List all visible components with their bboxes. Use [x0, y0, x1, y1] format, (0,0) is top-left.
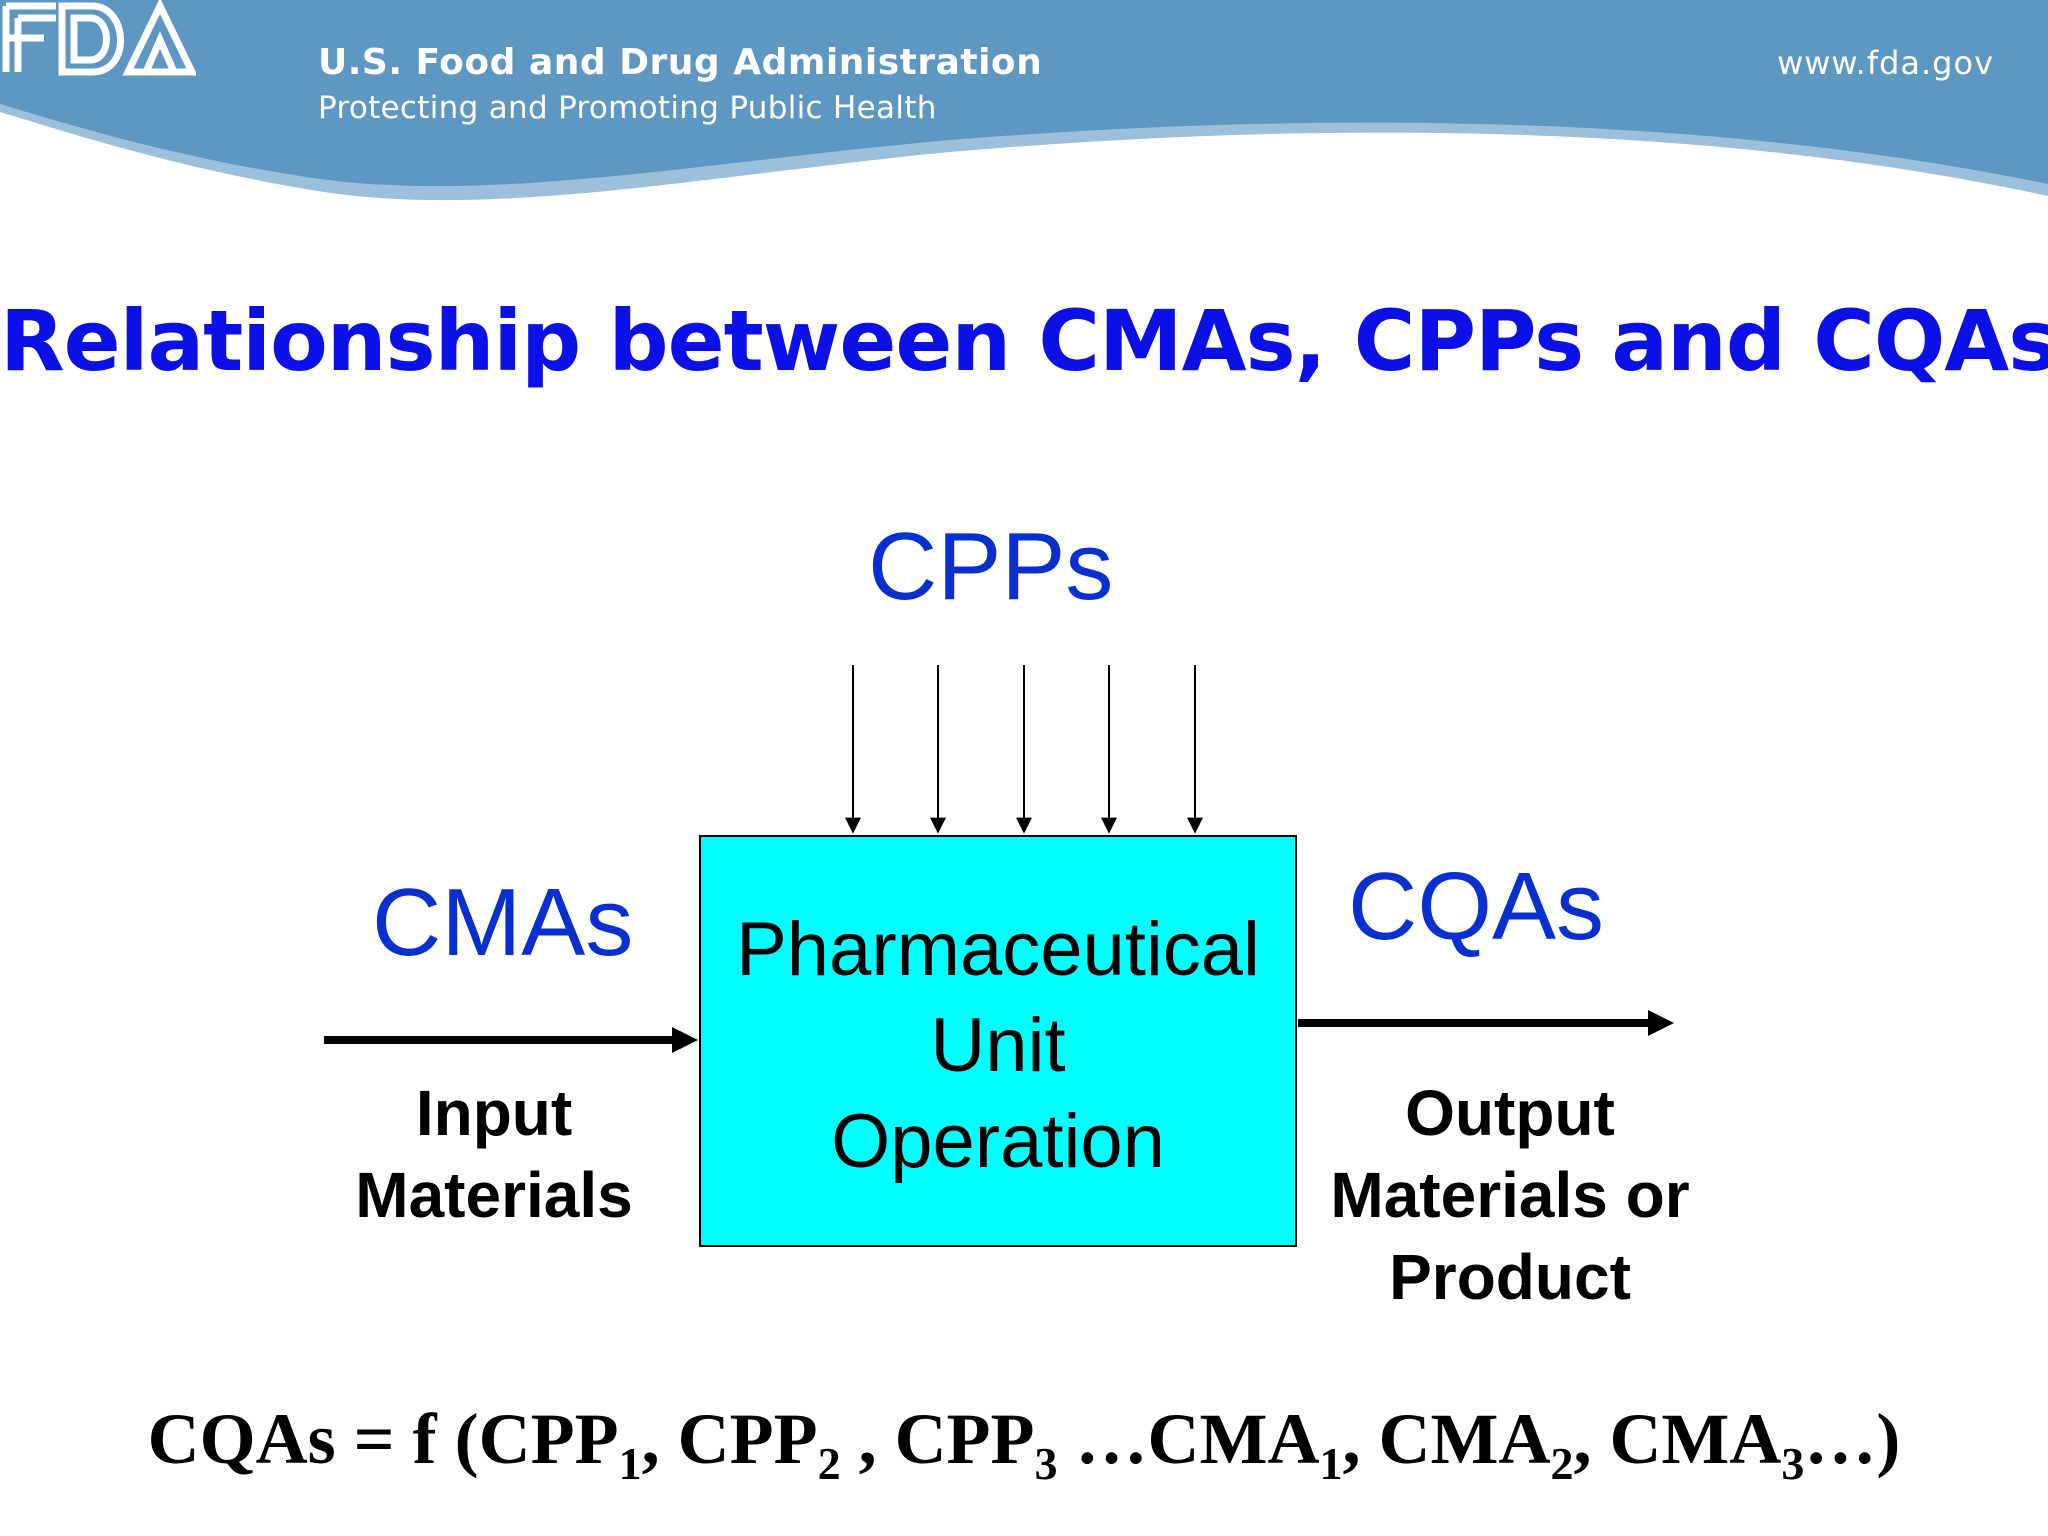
- box-line: Pharmaceutical: [736, 907, 1260, 992]
- formula-term: CMA2,: [1378, 1399, 1610, 1490]
- site-url: www.fda.gov: [1777, 44, 1994, 82]
- formula-term: CPP3 …: [894, 1399, 1148, 1490]
- box-line: Operation: [831, 1099, 1165, 1184]
- formula-term: CPP2 ,: [677, 1399, 895, 1490]
- agency-tagline: Protecting and Promoting Public Health: [318, 90, 937, 126]
- input-line: Materials: [355, 1159, 633, 1231]
- cpps-label: CPPs: [868, 513, 1114, 620]
- cpp-arrows: [845, 665, 1203, 834]
- box-line: Unit: [930, 1003, 1066, 1088]
- output-materials-label: Output Materials or Product: [1298, 1072, 1722, 1318]
- slide-title: Relationship between CMAs, CPPs and CQAs: [0, 292, 2048, 390]
- unit-operation-label: Pharmaceutical Unit Operation: [700, 902, 1296, 1190]
- output-line: Output: [1405, 1077, 1615, 1149]
- input-arrow: [324, 1027, 698, 1053]
- formula-term: CMA3…): [1609, 1399, 1901, 1490]
- fda-logo: [2, 0, 196, 76]
- header-background: [0, 0, 2048, 201]
- output-arrow: [1298, 1010, 1674, 1036]
- unit-operation-box: [699, 835, 1297, 1247]
- formula-term: CMA1,: [1147, 1399, 1379, 1490]
- formula-term: CPP1,: [478, 1399, 678, 1490]
- input-materials-label: Input Materials: [324, 1072, 664, 1236]
- output-line: Materials or: [1330, 1159, 1690, 1231]
- cqa-formula: CQAs = f (CPP1, CPP2 , CPP3 …CMA1, CMA2,…: [0, 1398, 2048, 1490]
- input-line: Input: [415, 1077, 573, 1149]
- cqas-label: CQAs: [1348, 853, 1605, 960]
- formula-lead: CQAs = f (: [147, 1399, 479, 1479]
- agency-name: U.S. Food and Drug Administration: [318, 42, 1043, 83]
- cmas-label: CMAs: [372, 869, 634, 976]
- output-line: Product: [1389, 1241, 1631, 1313]
- header-banner: U.S. Food and Drug Administration Protec…: [0, 0, 2048, 240]
